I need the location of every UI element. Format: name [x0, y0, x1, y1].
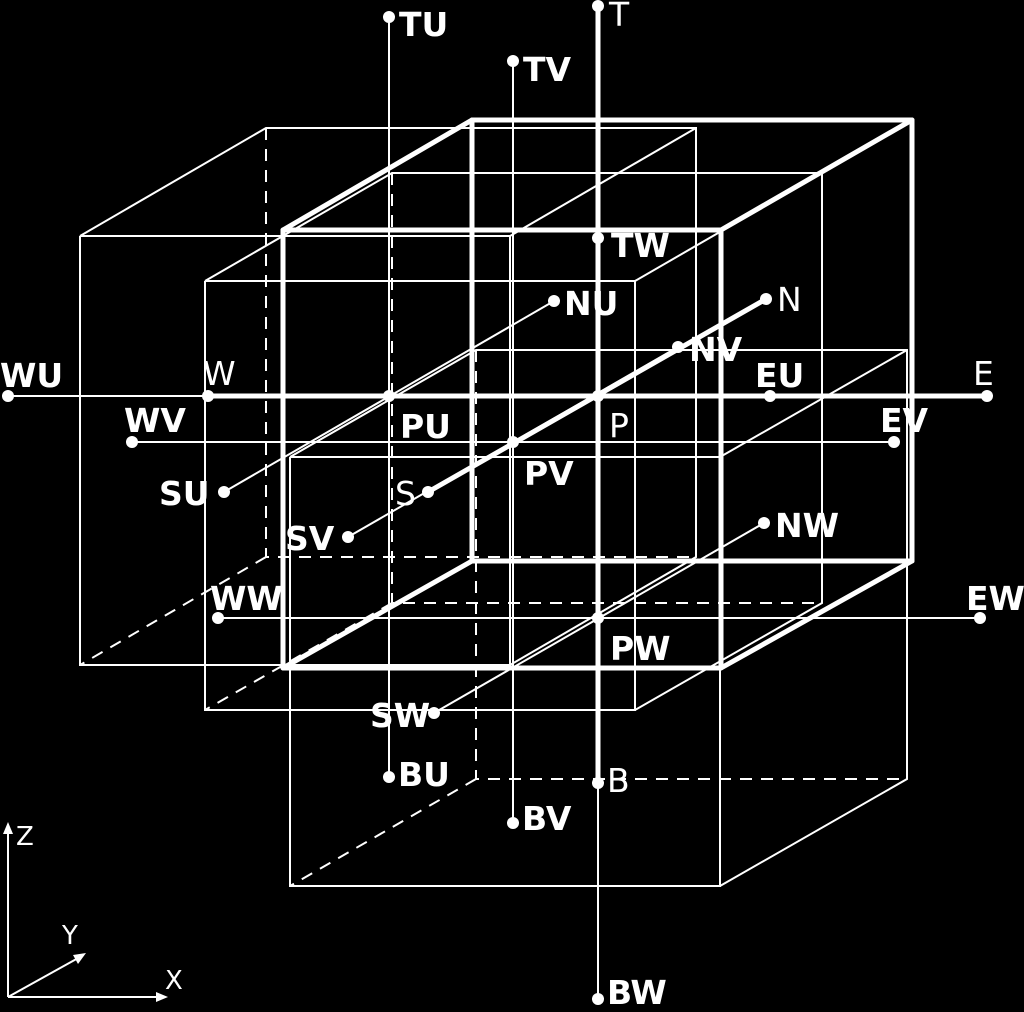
node-pv-dot: [507, 436, 519, 448]
node-ew-dot: [974, 612, 986, 624]
node-ev-dot: [888, 436, 900, 448]
node-nw-dot: [758, 517, 770, 529]
axis-label-y: Y: [61, 921, 78, 951]
w-control-volume: [289, 349, 908, 887]
node-su-dot: [218, 486, 230, 498]
label-pv: PV: [524, 454, 574, 493]
z-axis-arrow: [3, 822, 13, 834]
node-pw-dot: [592, 612, 604, 624]
node-tv-dot: [507, 55, 519, 67]
label-sv: SV: [285, 519, 335, 558]
label-b: B: [607, 761, 630, 800]
label-eu: EU: [755, 356, 804, 395]
label-t: T: [608, 0, 630, 34]
x-axis-arrow: [156, 992, 168, 1002]
node-tu-dot: [383, 11, 395, 23]
y-axis-arrow: [73, 953, 86, 964]
label-tw: TW: [611, 226, 670, 265]
node-pu-dot: [383, 390, 395, 402]
label-sw: SW: [370, 696, 430, 735]
node-eu-dot: [764, 390, 776, 402]
node-nu-dot: [548, 295, 560, 307]
label-su: SU: [159, 474, 210, 513]
node-ww-dot: [212, 612, 224, 624]
label-pu: PU: [400, 407, 451, 446]
label-wv: WV: [124, 401, 186, 440]
label-w: W: [203, 354, 236, 393]
label-ev: EV: [880, 401, 929, 440]
node-bv-dot: [507, 817, 519, 829]
node-w-dot: [202, 390, 214, 402]
node-n-dot: [760, 293, 772, 305]
label-bv: BV: [522, 799, 572, 838]
node-e-dot: [981, 390, 993, 402]
label-pw: PW: [610, 629, 671, 668]
axis-label-x: X: [165, 966, 183, 996]
label-nu: NU: [564, 284, 618, 323]
label-s: S: [395, 474, 416, 513]
node-p-dot: [592, 390, 604, 402]
node-t-dot: [592, 0, 604, 12]
label-p: P: [609, 406, 629, 445]
y-axis-line: [7, 956, 81, 998]
main-control-volume: [280, 117, 915, 671]
axes-triad: Z Y X: [3, 822, 183, 1002]
label-ew: EW: [966, 579, 1024, 618]
label-n: N: [777, 280, 802, 319]
label-nv: NV: [689, 330, 743, 369]
node-bu-dot: [383, 771, 395, 783]
label-bu: BU: [398, 755, 450, 794]
label-tv: TV: [523, 50, 572, 89]
label-nw: NW: [775, 506, 839, 545]
node-sv-dot: [342, 531, 354, 543]
label-wu: WU: [0, 356, 63, 395]
node-s-dot: [422, 486, 434, 498]
label-e: E: [973, 354, 994, 393]
node-nv-dot: [672, 341, 684, 353]
node-tw-dot: [592, 232, 604, 244]
node-bw-dot: [592, 993, 604, 1005]
node-wu-dot: [2, 390, 14, 402]
label-tu: TU: [399, 5, 448, 44]
label-bw: BW: [607, 973, 667, 1007]
axis-label-z: Z: [16, 822, 34, 852]
node-sw-dot: [428, 707, 440, 719]
node-wv-dot: [126, 436, 138, 448]
node-b-dot: [592, 777, 604, 789]
label-ww: WW: [210, 579, 283, 618]
node-points: [2, 0, 993, 1005]
